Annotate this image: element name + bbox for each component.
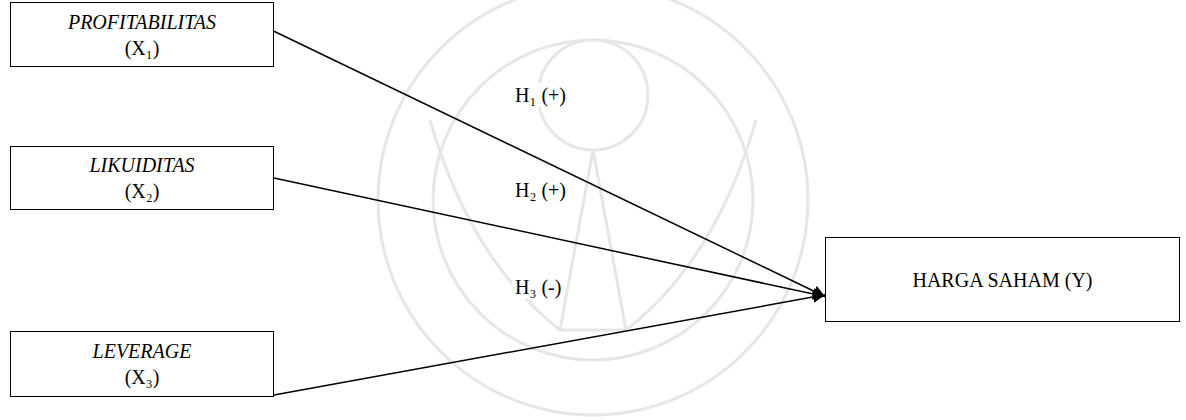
dependent-variable-box: HARGA SAHAM (Y) — [825, 237, 1180, 322]
hypothesis-arrow — [274, 295, 825, 395]
hypothesis-label: H₁ (+) — [512, 83, 569, 107]
variable-name: HARGA SAHAM (Y) — [912, 267, 1092, 293]
variable-symbol: (X₂) — [125, 178, 160, 204]
independent-variable-box: LIKUIDITAS(X₂) — [10, 146, 274, 210]
variable-symbol: (X₃) — [125, 364, 160, 390]
variable-name: PROFITABILITAS — [68, 9, 216, 35]
independent-variable-box: LEVERAGE(X₃) — [10, 331, 274, 397]
variable-name: LIKUIDITAS — [89, 152, 194, 178]
independent-variable-box: PROFITABILITAS(X₁) — [10, 2, 274, 67]
variable-symbol: (X₁) — [125, 35, 160, 61]
hypothesis-arrow — [274, 31, 825, 296]
hypothesis-label: H₂ (+) — [512, 178, 569, 202]
hypothesis-label: H₃ (-) — [512, 275, 564, 299]
variable-name: LEVERAGE — [93, 338, 192, 364]
